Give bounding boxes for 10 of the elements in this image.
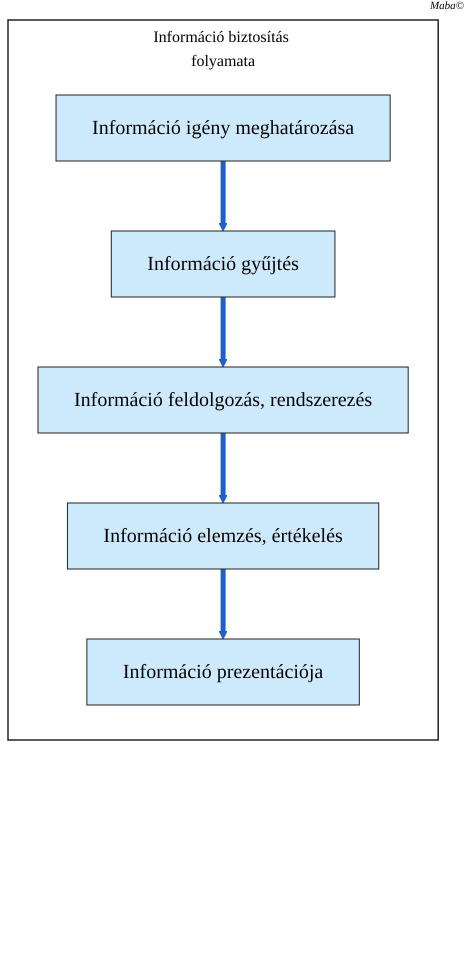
- arrow: [218, 161, 228, 232]
- arrow: [218, 297, 228, 368]
- node-box: Információ prezentációja: [86, 638, 360, 706]
- node-box: Információ feldolgozás, rendszerezés: [38, 366, 409, 434]
- node-box: Információ elemzés, értékelés: [66, 502, 380, 570]
- arrow: [218, 569, 228, 640]
- author-mark: Maba©: [428, 0, 464, 12]
- arrow: [218, 433, 228, 504]
- node-box: Információ gyűjtés: [110, 230, 336, 298]
- node-box: Információ igény meghatározása: [56, 94, 391, 162]
